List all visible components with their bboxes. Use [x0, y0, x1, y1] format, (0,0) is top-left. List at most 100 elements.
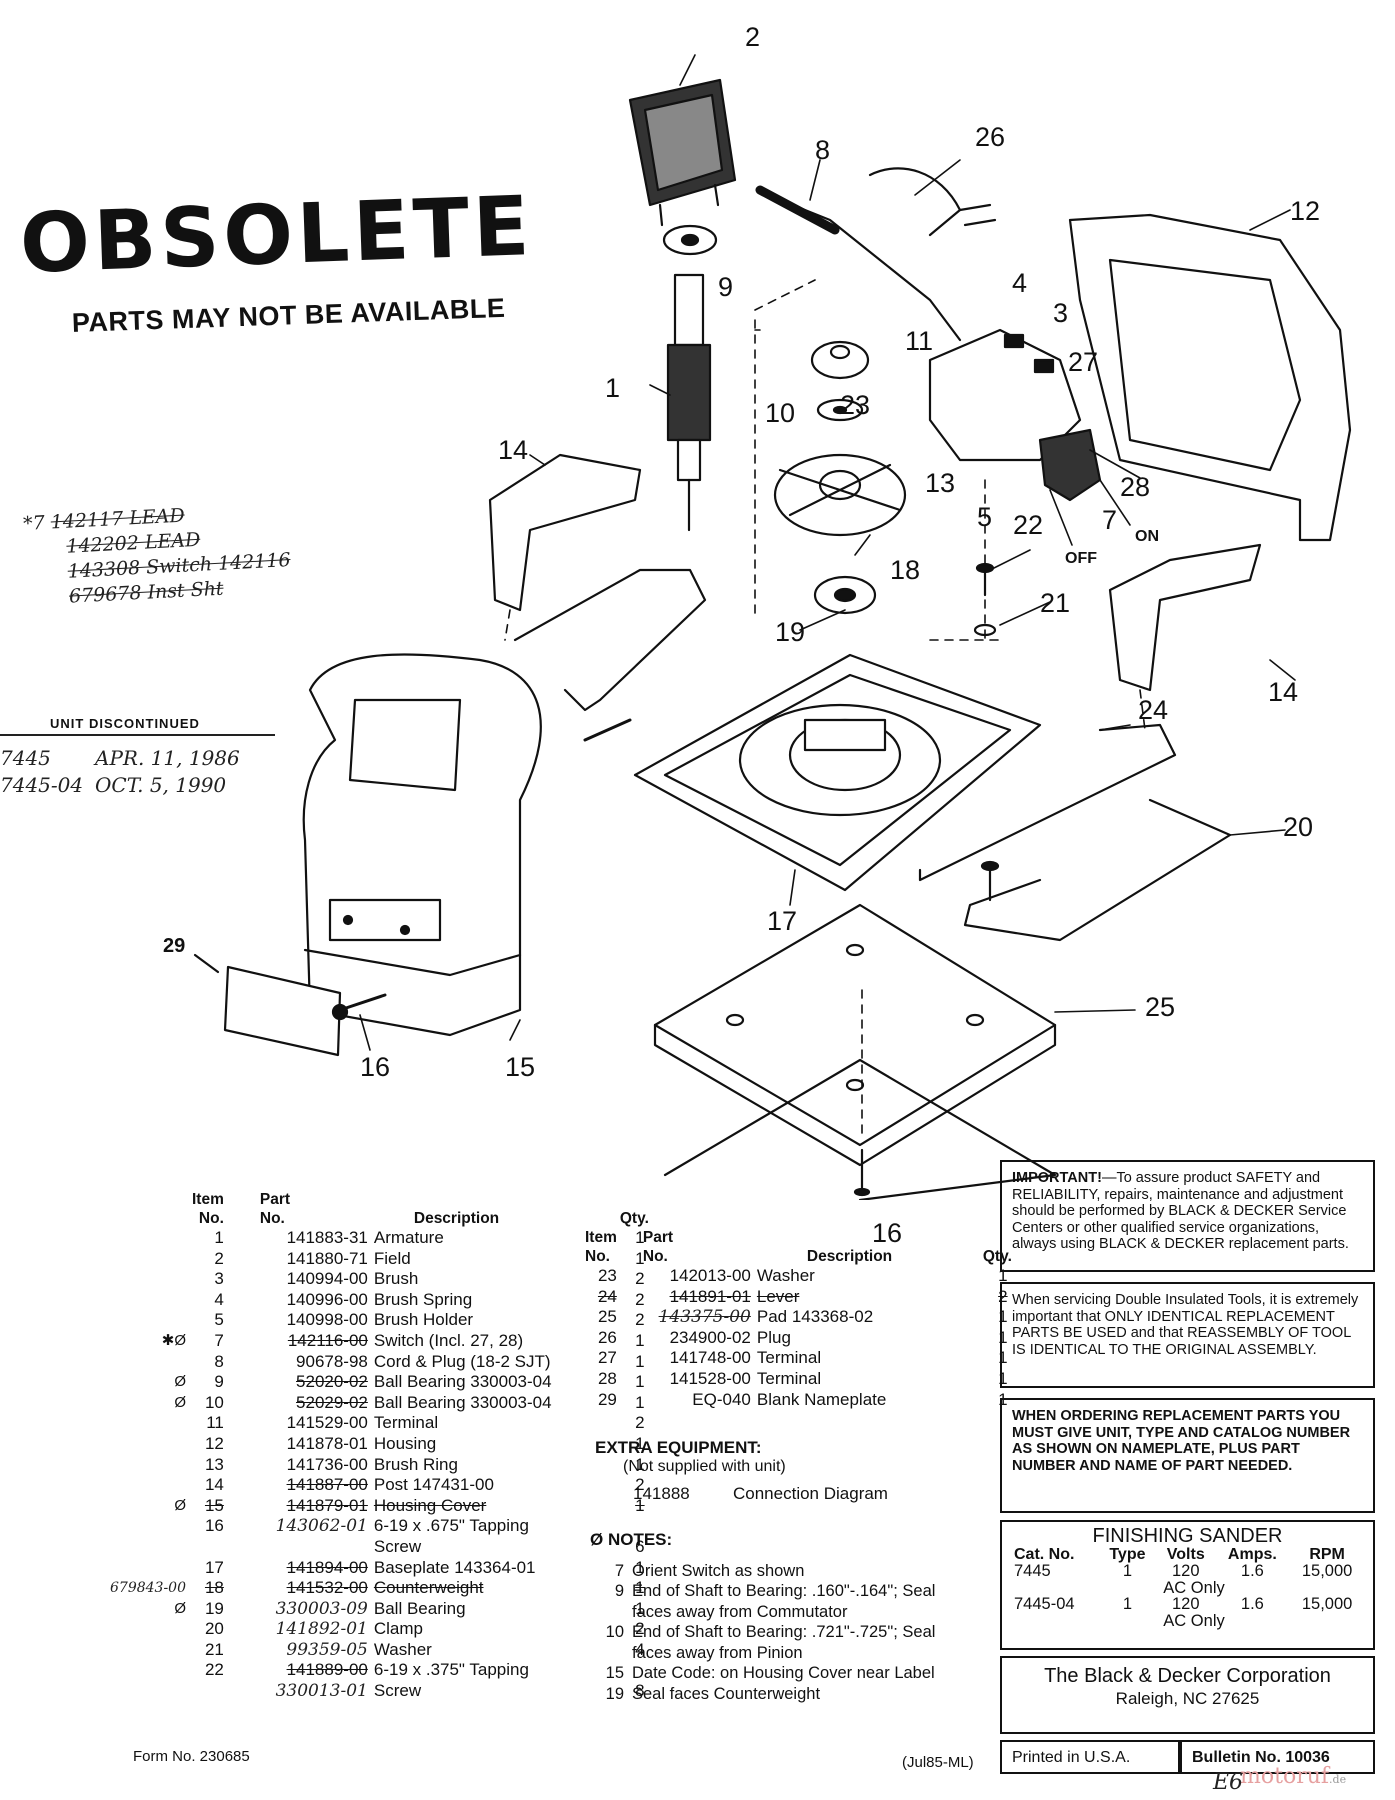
callout-28: 28	[1120, 472, 1151, 502]
exploded-parts-diagram	[193, 54, 1352, 1200]
ordering-box: WHEN ORDERING REPLACEMENT PARTS YOU MUST…	[1000, 1398, 1375, 1513]
callout-1: 1	[605, 373, 621, 403]
bulletin-box: Bulletin No. 10036	[1180, 1740, 1375, 1774]
spec-table: Cat. No. Type Volts Amps. RPM 7445 1 120…	[1010, 1546, 1365, 1630]
callout-7: 7	[1102, 505, 1118, 535]
counterweight-fan	[773, 453, 907, 537]
callout-4: 4	[1012, 268, 1028, 298]
housing-cover	[302, 653, 542, 1037]
label-on: ON	[1135, 528, 1159, 545]
callout-25: 25	[1145, 992, 1176, 1022]
obsolete-stamp: OBSOLETE	[18, 179, 535, 292]
callout-13: 13	[925, 468, 956, 498]
printed-box: Printed in U.S.A.	[1000, 1740, 1180, 1774]
callout-27: 27	[1068, 347, 1099, 377]
callout-2: 2	[745, 22, 761, 52]
callout-29: 29	[163, 935, 186, 957]
col-part: Part No.	[642, 1229, 674, 1265]
callout-21: 21	[1040, 588, 1071, 618]
callout-24: 24	[1138, 695, 1169, 725]
handwritten-notes: *7 142117 LEAD 142202 LEAD 143308 Switch…	[23, 498, 293, 612]
notes-title: Ø NOTES:	[590, 1530, 673, 1549]
callout-16-bottom: 16	[872, 1218, 903, 1248]
col-item: Item No.	[585, 1229, 617, 1265]
unit-discontinued-heading: UNIT DISCONTINUED	[50, 716, 200, 731]
callout-8: 8	[815, 135, 831, 165]
corner-mark: E6	[1213, 1770, 1244, 1795]
watermark: motoruf.de	[1240, 1764, 1347, 1789]
callout-3: 3	[1053, 298, 1069, 328]
spec-row: 7445-04 1 120 1.6 15,000	[1014, 1595, 1353, 1613]
spec-row: 7445 1 120 1.6 15,000	[1014, 1562, 1353, 1580]
important-box: IMPORTANT!—To assure product SAFETY and …	[1000, 1160, 1375, 1272]
callout-23: 23	[840, 390, 871, 420]
callout-22: 22	[1013, 510, 1044, 540]
motor-housing	[1068, 213, 1352, 542]
date-code: (Jul85-ML)	[902, 1754, 974, 1771]
field-coil	[628, 78, 737, 227]
col-desc: Description	[413, 1210, 500, 1227]
callout-15: 15	[505, 1052, 536, 1082]
col-desc: Description	[806, 1248, 893, 1265]
col-part: Part No.	[259, 1191, 291, 1227]
divider	[0, 734, 275, 736]
callout-17: 17	[767, 906, 798, 936]
company-name: The Black & Decker Corporation	[1044, 1665, 1331, 1687]
callout-5: 5	[977, 502, 993, 532]
extra-equipment-title: EXTRA EQUIPMENT:	[595, 1438, 762, 1457]
product-title: FINISHING SANDER	[1092, 1525, 1283, 1547]
callout-20: 20	[1283, 812, 1314, 842]
callout-9: 9	[718, 272, 734, 302]
callout-26: 26	[975, 122, 1006, 152]
col-qty: Qty.	[982, 1248, 1012, 1265]
double-insulated-box: When servicing Double Insulated Tools, i…	[1000, 1282, 1375, 1388]
baseplate	[633, 653, 1042, 892]
extra-equipment: EXTRA EQUIPMENT: (Not supplied with unit…	[595, 1438, 888, 1504]
armature	[666, 273, 712, 532]
col-qty: Qty.	[619, 1210, 649, 1227]
callout-11: 11	[905, 326, 934, 356]
company-city: Raleigh, NC 27625	[1115, 1688, 1260, 1708]
col-item: Item No.	[192, 1191, 224, 1227]
callout-19: 19	[775, 617, 806, 647]
callout-12: 12	[1290, 196, 1321, 226]
callout-16-left: 16	[360, 1052, 391, 1082]
extra-equipment-subtitle: (Not supplied with unit)	[623, 1458, 786, 1475]
